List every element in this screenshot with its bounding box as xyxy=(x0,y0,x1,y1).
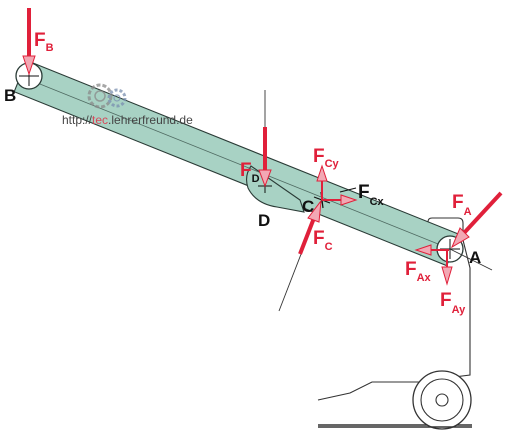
force-arrow-fax xyxy=(414,244,449,256)
force-label-fc: FC xyxy=(313,228,333,253)
point-label-b: B xyxy=(4,86,16,105)
force-label-fd: FD xyxy=(240,160,260,185)
line-cx-end xyxy=(339,187,357,193)
force-arrow-fc xyxy=(298,199,322,255)
force-label-fcy: FCy xyxy=(313,146,340,170)
force-label-fax: FAx xyxy=(405,259,432,284)
point-label-d: D xyxy=(258,211,270,230)
beam-hub-d xyxy=(245,165,305,213)
force-arrow-fcy xyxy=(316,164,328,200)
line-of-action-a xyxy=(449,248,493,271)
force-label-fb: FB xyxy=(34,30,54,54)
force-arrow-fa xyxy=(450,191,503,249)
gear-icon xyxy=(87,83,127,109)
force-label-fay: FAy xyxy=(440,290,466,316)
force-arrow-fd xyxy=(258,127,272,188)
force-arrow-fb xyxy=(22,8,36,76)
force-label-fa: FA xyxy=(452,192,472,218)
point-label-c: C xyxy=(302,197,314,216)
watermark-mid: tec xyxy=(92,113,108,127)
watermark-url: http://tec.lehrerfreund.de xyxy=(62,113,193,127)
force-label-fcx: FCx xyxy=(358,182,385,208)
force-arrow-fay xyxy=(441,250,453,286)
support-frame xyxy=(317,217,471,401)
point-label-a: A xyxy=(469,248,481,267)
wheel-icon xyxy=(412,370,472,430)
beam-centerline xyxy=(19,75,454,251)
force-arrow-fcx xyxy=(322,194,358,206)
